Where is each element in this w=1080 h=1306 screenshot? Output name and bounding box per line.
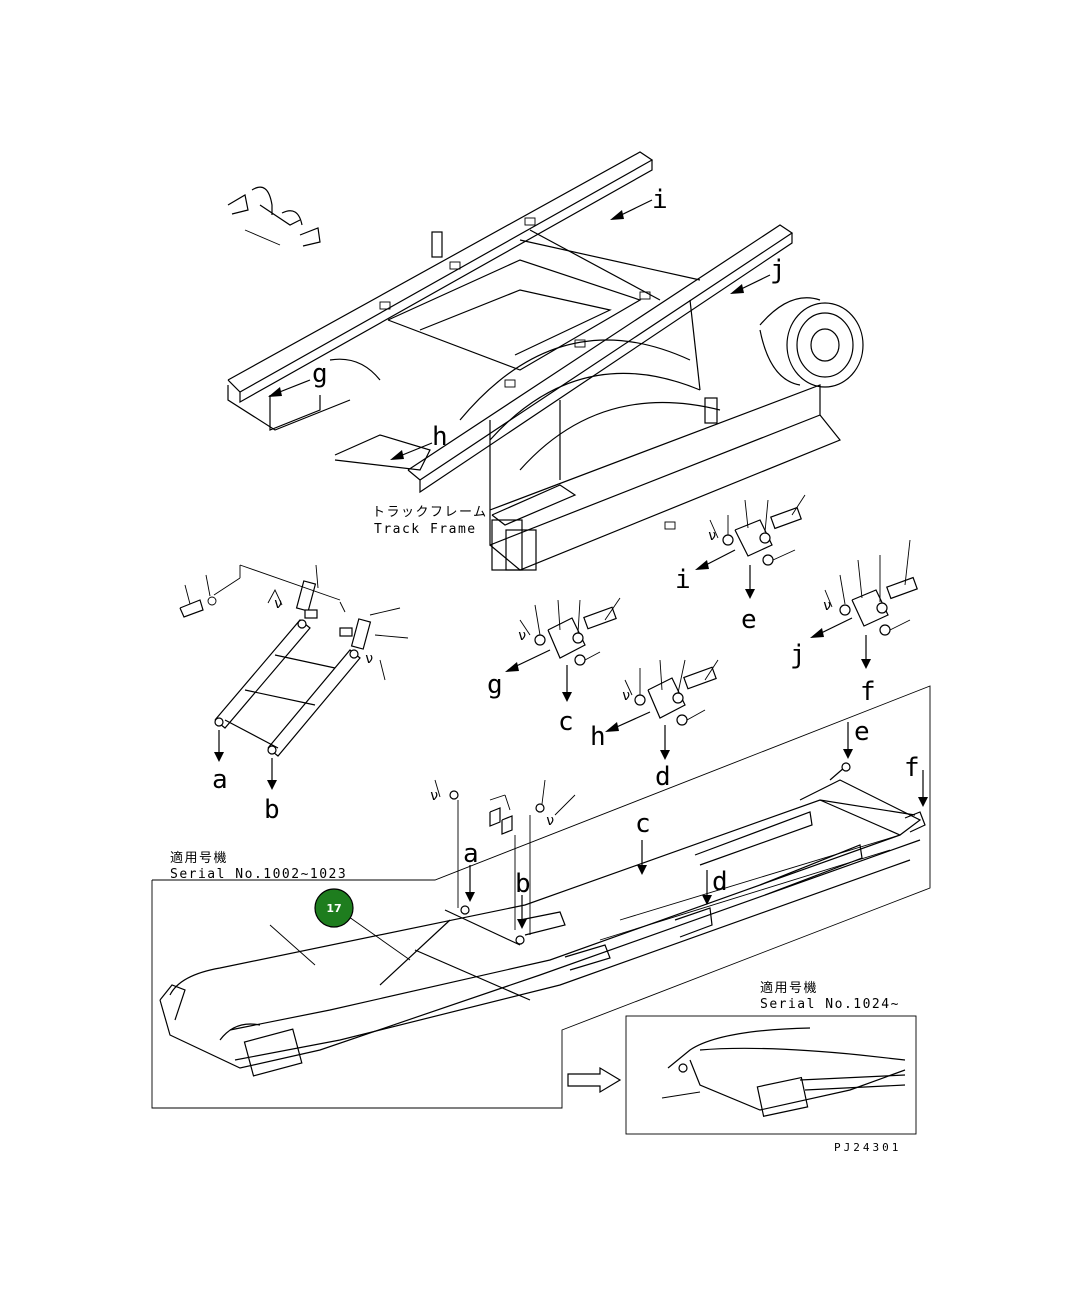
track-frame-label-jp: トラックフレーム [372,505,488,520]
spring-pin-mark-6: ν [823,598,831,614]
serial-range-2-title: 適用号機 [760,980,818,996]
detail-letter-h: h [590,722,606,752]
bracket-j-f-detail: ν [810,539,918,669]
track-frame-drawing [227,151,864,571]
transition-arrow [567,1066,622,1094]
lower-guard-assembly: ν ν [151,685,931,1109]
spring-pin-mark-5: ν [708,528,716,544]
detail-letter-d: d [655,762,671,792]
assembly-letter-c: c [635,809,651,839]
assembly-letter-f: f [904,753,920,783]
callout-17[interactable]: 17 [314,888,354,928]
detail-letter-b: b [264,795,280,825]
frame-letter-i: i [652,185,668,215]
detail-letter-j: j [790,640,806,670]
spring-pin-mark-7: ν [430,788,438,804]
serial-range-1-number: Serial No.1002~1023 [170,867,347,882]
bracket-h-d-detail: ν [605,659,719,760]
spring-pin-mark-1: ν [274,596,282,612]
spring-pin-mark-2: ν [365,651,373,667]
assembly-letter-e: e [854,717,870,747]
serial-range-2-number: Serial No.1024~ [760,997,900,1012]
detail-letter-e: e [741,605,757,635]
track-frame-label-en: Track Frame [374,522,477,537]
detail-letter-i: i [675,565,691,595]
detail-letter-f: f [860,677,876,707]
drawing-code: PJ24301 [834,1141,901,1154]
detail-letter-g: g [487,670,503,700]
guard-ladder-detail: ν ν [179,564,409,790]
assembly-letter-b: b [515,869,531,899]
callout-17-badge[interactable] [314,888,354,928]
spring-pin-mark-8: ν [546,813,554,829]
assembly-letter-a: a [463,839,479,869]
serial-1024-detail-box [625,1015,917,1135]
frame-letter-g: g [312,359,328,389]
spring-pin-mark-4: ν [622,688,630,704]
detail-letter-a: a [212,765,228,795]
callout-17-number[interactable]: 17 [326,902,341,915]
detail-letter-c: c [558,707,574,737]
frame-letter-h: h [432,422,448,452]
frame-letter-j: j [770,255,786,285]
assembly-letter-d: d [712,867,728,897]
serial-range-1-title: 適用号機 [170,850,228,866]
spring-pin-mark-3: ν [518,628,526,644]
bracket-i-e-detail: ν [695,494,806,599]
bracket-g-c-detail: ν [505,597,621,702]
